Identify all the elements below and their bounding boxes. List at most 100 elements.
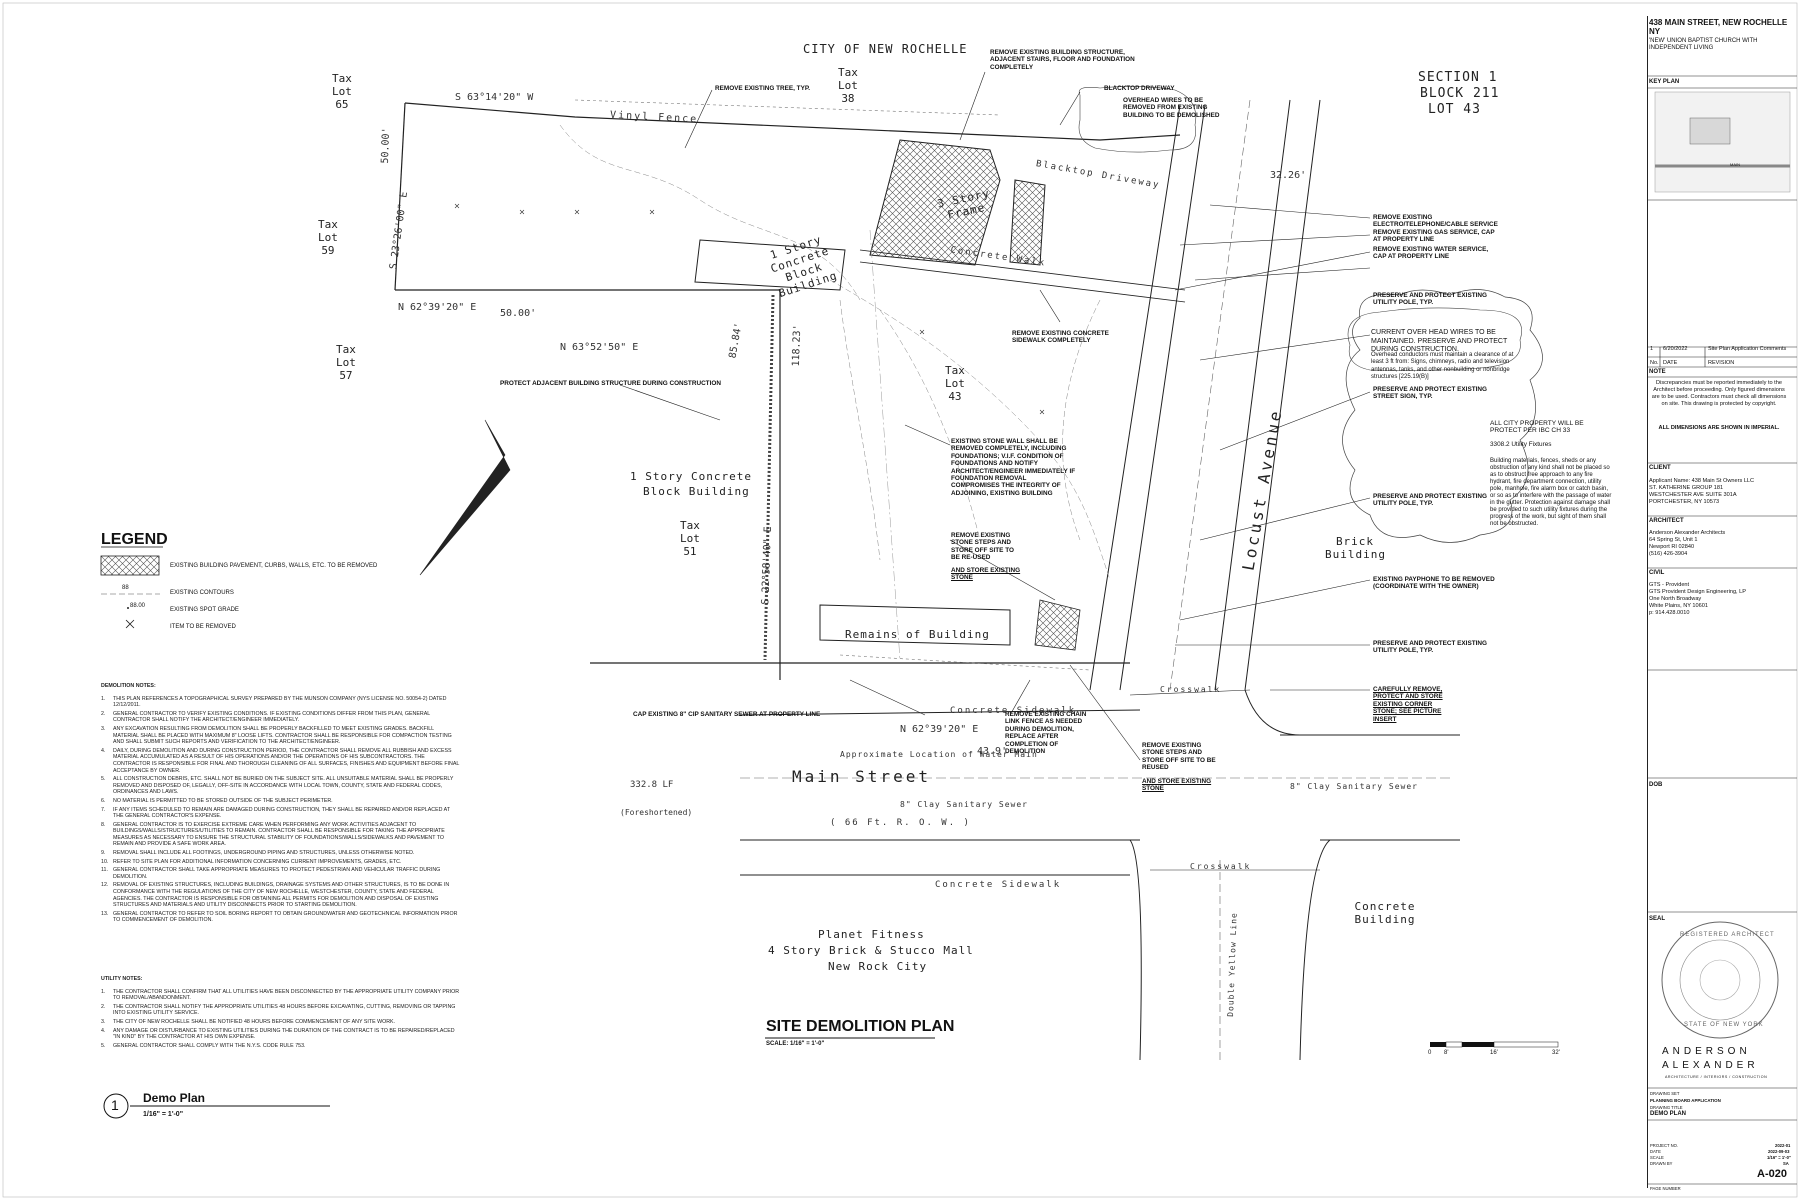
drawn-label: DRAWN BY	[1650, 1161, 1673, 1166]
firm-tag: ARCHITECTURE / INTERIORS / CONSTRUCTION	[1665, 1075, 1768, 1079]
callout-store-stone-2: AND STORE EXISTING STONE	[1142, 778, 1212, 793]
callout-remove-water: REMOVE EXISTING WATER SERVICE, CAP AT PR…	[1373, 246, 1489, 261]
main-street-row: ( 66 Ft. R. O. W. )	[830, 818, 971, 828]
demolition-note-item: 3.ANY EXCAVATION RESULTING FROM DEMOLITI…	[101, 725, 452, 746]
demolition-note-item: 4.DAILY, DURING DEMOLITION AND DURING CO…	[101, 747, 460, 774]
plan-title: SITE DEMOLITION PLAN	[766, 1018, 955, 1035]
scale-bar-4	[1493, 1041, 1559, 1048]
lot-line-mid	[395, 289, 781, 680]
drawing-set-label: DRAWING SET	[1650, 1091, 1680, 1096]
legend-label-3: EXISTING SPOT GRADE	[170, 607, 239, 613]
demolition-notes: DEMOLITION NOTES: 1.THIS PLAN REFERENCES…	[101, 683, 461, 926]
scale-tick-32: 32'	[1552, 1050, 1560, 1056]
bearing-main: N 62°39'20" E	[900, 724, 979, 735]
client-title: CLIENT	[1649, 465, 1671, 471]
crosswalk-label: Crosswalk	[1160, 685, 1222, 694]
callout-stone-wall: EXISTING STONE WALL SHALL BE REMOVED COM…	[951, 438, 1076, 497]
civil-line-1: GTS - Provident	[1649, 582, 1690, 588]
dist-32: 32.26'	[1270, 170, 1307, 181]
remains-of-building	[819, 604, 1011, 646]
sanitary-service	[869, 229, 901, 661]
legend-x-symbol	[125, 619, 135, 629]
legend-hatch-symbol	[100, 555, 160, 576]
civil-line-4: White Plains, NY 10601	[1649, 603, 1708, 609]
locust-curb-1	[1089, 104, 1181, 691]
seal-center	[1699, 959, 1741, 1001]
contour-5	[1062, 299, 1101, 541]
legend-label-2: EXISTING CONTOURS	[170, 590, 234, 596]
rev-header-date: DATE	[1663, 360, 1678, 366]
callout-blacktop: BLACKTOP DRIVEWAY	[1104, 85, 1175, 92]
key-plan-street: MAIN	[1730, 162, 1740, 167]
demolition-note-item: 2.GENERAL CONTRACTOR TO VERIFY EXISTING …	[101, 710, 430, 724]
concrete-building-label: Concrete Building	[1354, 900, 1416, 926]
corner-curve-se	[1299, 839, 1331, 1061]
sewer-label-2: 8" Clay Sanitary Sewer	[900, 800, 1028, 809]
seal-text: REGISTERED ARCHITECT	[1680, 932, 1775, 938]
project-title: 438 MAIN STREET, NEW ROCHELLE NY	[1649, 18, 1788, 36]
callout-preserve-pole-2: PRESERVE AND PROTECT EXISTING UTILITY PO…	[1373, 493, 1487, 508]
locust-curb-3	[1214, 99, 1291, 691]
seal-outer	[1661, 921, 1779, 1039]
client-line-2: ST. KATHERINE GROUP 181	[1649, 485, 1724, 491]
corner-curve-ne	[1244, 689, 1301, 736]
demolition-note-item: 6.NO MATERIAL IS PERMITTED TO BE STORED …	[101, 797, 333, 804]
contour-3	[879, 309, 981, 541]
lot-label: LOT 43	[1428, 102, 1481, 117]
demolition-note-item: 1.THIS PLAN REFERENCES A TOPOGRAPHICAL S…	[101, 695, 447, 709]
architect-title: ARCHITECT	[1649, 518, 1684, 524]
project-subtitle: 'NEW' UNION BAPTIST CHURCH WITH INDEPEND…	[1649, 38, 1758, 51]
scale-value: 1/16" = 1'-0"	[1767, 1155, 1791, 1160]
city-label: CITY OF NEW ROCHELLE	[803, 42, 968, 56]
callout-cloud-1	[1342, 289, 1543, 543]
legend-title: LEGEND	[101, 531, 168, 548]
dist-332: 332.8 LF	[630, 780, 674, 790]
note-bold: ALL DIMENSIONS ARE SHOWN IN IMPERIAL.	[1658, 425, 1780, 431]
scale-bar-3	[1462, 1042, 1494, 1047]
contour-1	[559, 124, 861, 301]
building-hatch-3-story	[869, 139, 1001, 266]
note-title: NOTE	[1649, 369, 1666, 375]
bearing-mid-2: N 63°52'50" E	[560, 342, 639, 353]
firm-name-1: ANDERSON	[1662, 1046, 1751, 1057]
rev-text: Site Plan Application Comments	[1708, 346, 1787, 352]
stair-hatch	[1034, 599, 1081, 651]
callout-cloud-2	[1347, 307, 1522, 371]
project-no: 2022-01	[1775, 1143, 1791, 1148]
one-story-label-west: 1 Story Concrete	[630, 470, 752, 483]
crosswalk-label-south: Crosswalk	[1190, 862, 1252, 871]
scale-bar-1	[1430, 1042, 1446, 1047]
scale-tick-8: 8'	[1444, 1050, 1449, 1056]
locust-center	[1169, 99, 1251, 691]
demolition-note-item: 11.GENERAL CONTRACTOR SHALL TAKE APPROPR…	[101, 867, 441, 880]
west-line	[394, 102, 406, 291]
north-arrow	[419, 419, 511, 576]
main-street-label: Main Street	[792, 767, 931, 786]
foreshortened-label: (Foreshortened)	[620, 808, 693, 817]
client-line-4: PORTCHESTER, NY 10573	[1649, 499, 1720, 505]
project-no-label: PROJECT NO.	[1650, 1143, 1679, 1148]
bearing-mid: N 62°39'20" E	[398, 302, 477, 313]
seal-title: SEAL	[1649, 916, 1666, 922]
building-1-story	[694, 239, 846, 291]
legend-label-4: ITEM TO BE REMOVED	[170, 624, 236, 630]
client-line-3: WESTCHESTER AVE SUITE 301A	[1649, 492, 1737, 498]
dob-title: DOB	[1649, 782, 1663, 788]
utility-notes: UTILITY NOTES: 1.THE CONTRACTOR SHALL CO…	[101, 976, 461, 1051]
drawn-value: SA	[1783, 1161, 1789, 1166]
seal-state: STATE OF NEW YORK	[1684, 1022, 1764, 1028]
callout-overhead-wires: OVERHEAD WIRES TO BE REMOVED FROM EXISTI…	[1123, 97, 1220, 119]
dist-50-west: 50.00'	[379, 127, 393, 164]
detail-scale: 1/16" = 1'-0"	[143, 1111, 184, 1118]
new-rock-city-label: New Rock City	[828, 960, 928, 973]
callout-preserve-pole-1: PRESERVE AND PROTECT EXISTING UTILITY PO…	[1373, 292, 1487, 307]
rev-no: 1	[1650, 346, 1654, 352]
section-label: SECTION 1	[1418, 70, 1498, 85]
drawing-set: PLANNING BOARD APPLICATION	[1650, 1098, 1721, 1103]
contour-4	[839, 299, 881, 561]
callout-remove-steps-1: REMOVE EXISTING STONE STEPS AND STORE OF…	[951, 532, 1014, 562]
